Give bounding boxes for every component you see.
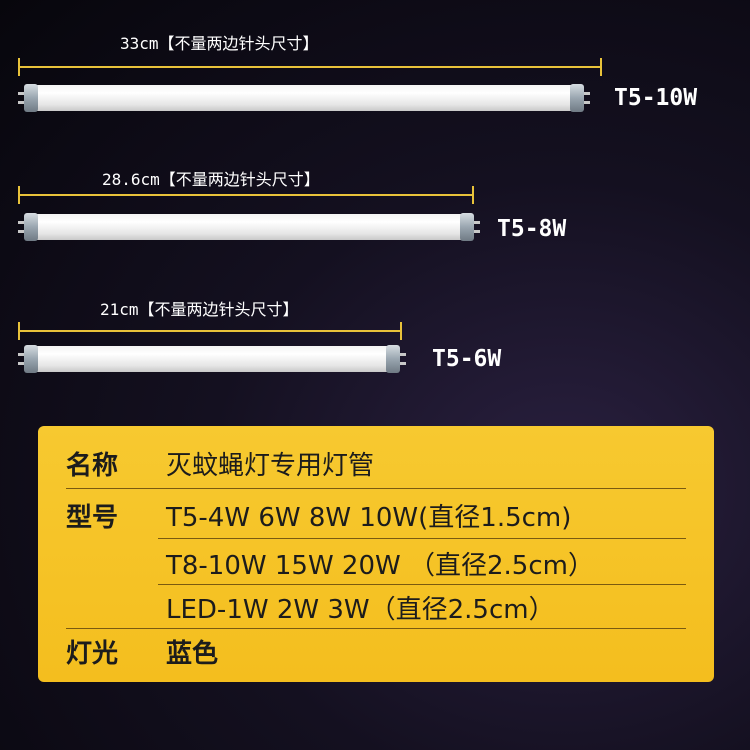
- tube-pin: [400, 353, 406, 356]
- tube-pin: [584, 101, 590, 104]
- tube-t5-6w: [18, 345, 406, 373]
- spec-key-model: 型号: [66, 502, 119, 533]
- divider: [158, 538, 686, 539]
- model-label-t5-8w: T5-8W: [497, 216, 567, 242]
- tube-pin: [18, 92, 24, 95]
- spec-row-model-2: T8-10W 15W 20W （直径2.5cm）: [38, 540, 714, 586]
- tube-cap-left: [24, 345, 38, 373]
- tube-cap-left: [24, 213, 38, 241]
- spec-row-name: 名称 灭蚊蝇灯专用灯管: [38, 440, 714, 486]
- tube-pin: [18, 230, 24, 233]
- tube-pin: [474, 230, 480, 233]
- dimension-label-t5-10w: 33cm【不量两边针头尺寸】: [120, 34, 319, 53]
- divider: [66, 628, 686, 629]
- dimension-line-t5-8w: [18, 186, 474, 204]
- spec-value-light: 蓝色: [166, 638, 219, 669]
- tube-cap-right: [386, 345, 400, 373]
- tube-cap-left: [24, 84, 38, 112]
- tube-pin: [18, 101, 24, 104]
- spec-value-model-3: LED-1W 2W 3W（直径2.5cm）: [166, 594, 555, 625]
- spec-value-name: 灭蚊蝇灯专用灯管: [166, 450, 375, 481]
- tube-t5-10w: [18, 84, 590, 112]
- tube-pin: [18, 353, 24, 356]
- spec-value-model-1: T5-4W 6W 8W 10W(直径1.5cm): [166, 502, 572, 533]
- tube-cap-right: [570, 84, 584, 112]
- tube-pin: [18, 362, 24, 365]
- model-label-t5-6w: T5-6W: [432, 346, 502, 372]
- tube-pin: [400, 362, 406, 365]
- spec-panel: 名称 灭蚊蝇灯专用灯管 型号 T5-4W 6W 8W 10W(直径1.5cm) …: [38, 426, 714, 682]
- dimension-line-t5-6w: [18, 322, 402, 340]
- dimension-label-t5-8w: 28.6cm【不量两边针头尺寸】: [102, 170, 320, 189]
- spec-value-model-2: T8-10W 15W 20W （直径2.5cm）: [166, 550, 594, 581]
- divider: [66, 488, 686, 489]
- spec-key-name: 名称: [66, 450, 119, 481]
- tube-pin: [584, 92, 590, 95]
- tube-t5-8w: [18, 213, 480, 241]
- tube-pin: [474, 221, 480, 224]
- spec-key-light: 灯光: [66, 638, 119, 669]
- tube-cap-right: [460, 213, 474, 241]
- dimension-label-t5-6w: 21cm【不量两边针头尺寸】: [100, 300, 299, 319]
- spec-row-model-3: LED-1W 2W 3W（直径2.5cm）: [38, 584, 714, 630]
- model-label-t5-10w: T5-10W: [614, 85, 698, 111]
- spec-row-model: 型号 T5-4W 6W 8W 10W(直径1.5cm): [38, 492, 714, 538]
- spec-row-light: 灯光 蓝色: [38, 628, 714, 674]
- divider: [158, 584, 686, 585]
- tube-pin: [18, 221, 24, 224]
- dimension-line-t5-10w: [18, 58, 602, 76]
